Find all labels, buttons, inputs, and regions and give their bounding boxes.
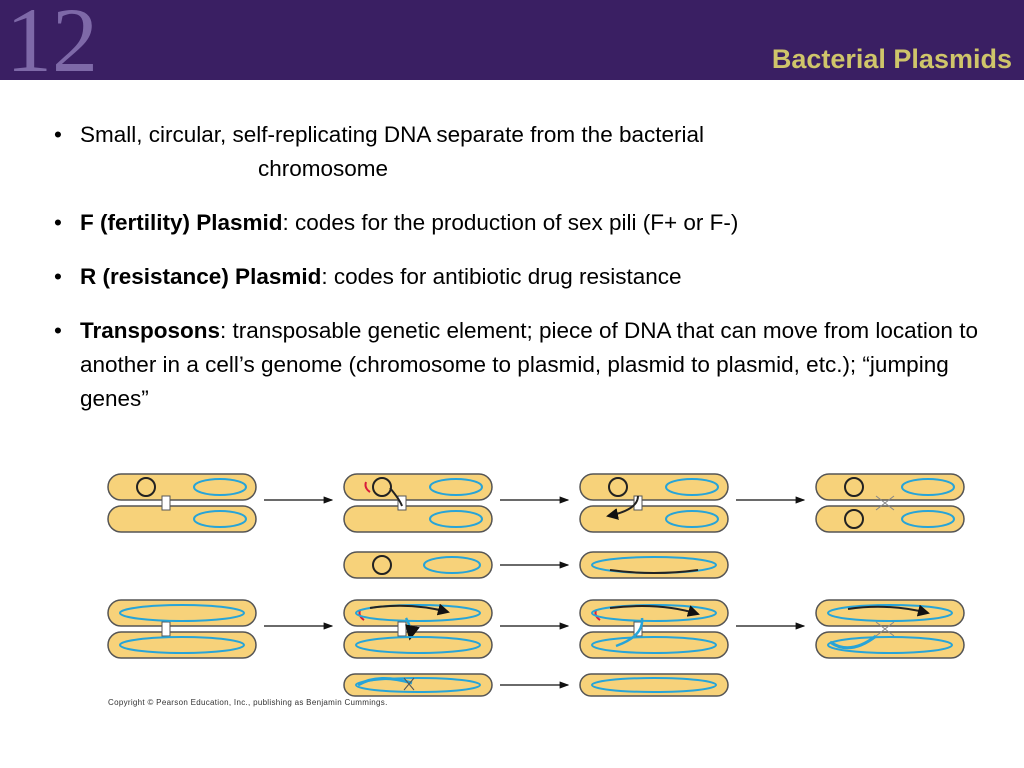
bacterial-cell-pair: [579, 473, 729, 533]
bullet-item-r-plasmid: R (resistance) Plasmid: codes for antibi…: [54, 260, 984, 294]
figure-copyright: Copyright © Pearson Education, Inc., pub…: [108, 698, 388, 707]
bullet-text: : codes for antibiotic drug resistance: [321, 264, 682, 289]
bacterial-cell-pair: [815, 473, 965, 533]
bacterial-cell-pair: [579, 599, 729, 659]
term-r-plasmid: R (resistance) Plasmid: [80, 264, 322, 289]
bacterial-cell-pair: [815, 599, 965, 659]
recombination-row: [343, 673, 729, 697]
chapter-number: 12: [6, 0, 98, 91]
f-plasmid-transfer-row: [107, 473, 965, 533]
slide-title: Bacterial Plasmids: [771, 44, 1012, 74]
bullet-text-continuation: chromosome: [258, 156, 389, 181]
bacterial-cell-pair: [343, 473, 493, 533]
hfr-transfer-row: [107, 599, 965, 659]
term-f-plasmid: F (fertility) Plasmid: [80, 210, 283, 235]
bullet-text: : transposable genetic element; piece of…: [80, 318, 978, 411]
plasmid-conjugation-diagram: [107, 473, 965, 697]
bacterial-cell-pair: [343, 599, 493, 659]
bullet-item-transposons: Transposons: transposable genetic elemen…: [54, 314, 984, 416]
bacterial-cell-pair: [107, 599, 257, 659]
bullet-item-f-plasmid: F (fertility) Plasmid: codes for the pro…: [54, 206, 984, 240]
term-transposons: Transposons: [80, 318, 221, 343]
bullet-item-plasmid-definition: Small, circular, self-replicating DNA se…: [54, 118, 984, 186]
bullet-text: : codes for the production of sex pili (…: [282, 210, 739, 235]
bullet-text: Small, circular, self-replicating DNA se…: [80, 122, 705, 147]
slide-header: 12 Bacterial Plasmids: [0, 0, 1024, 86]
bullet-list: Small, circular, self-replicating DNA se…: [54, 118, 984, 436]
bacterial-cell-pair: [107, 473, 257, 533]
f-plasmid-integration-row: [343, 551, 729, 579]
